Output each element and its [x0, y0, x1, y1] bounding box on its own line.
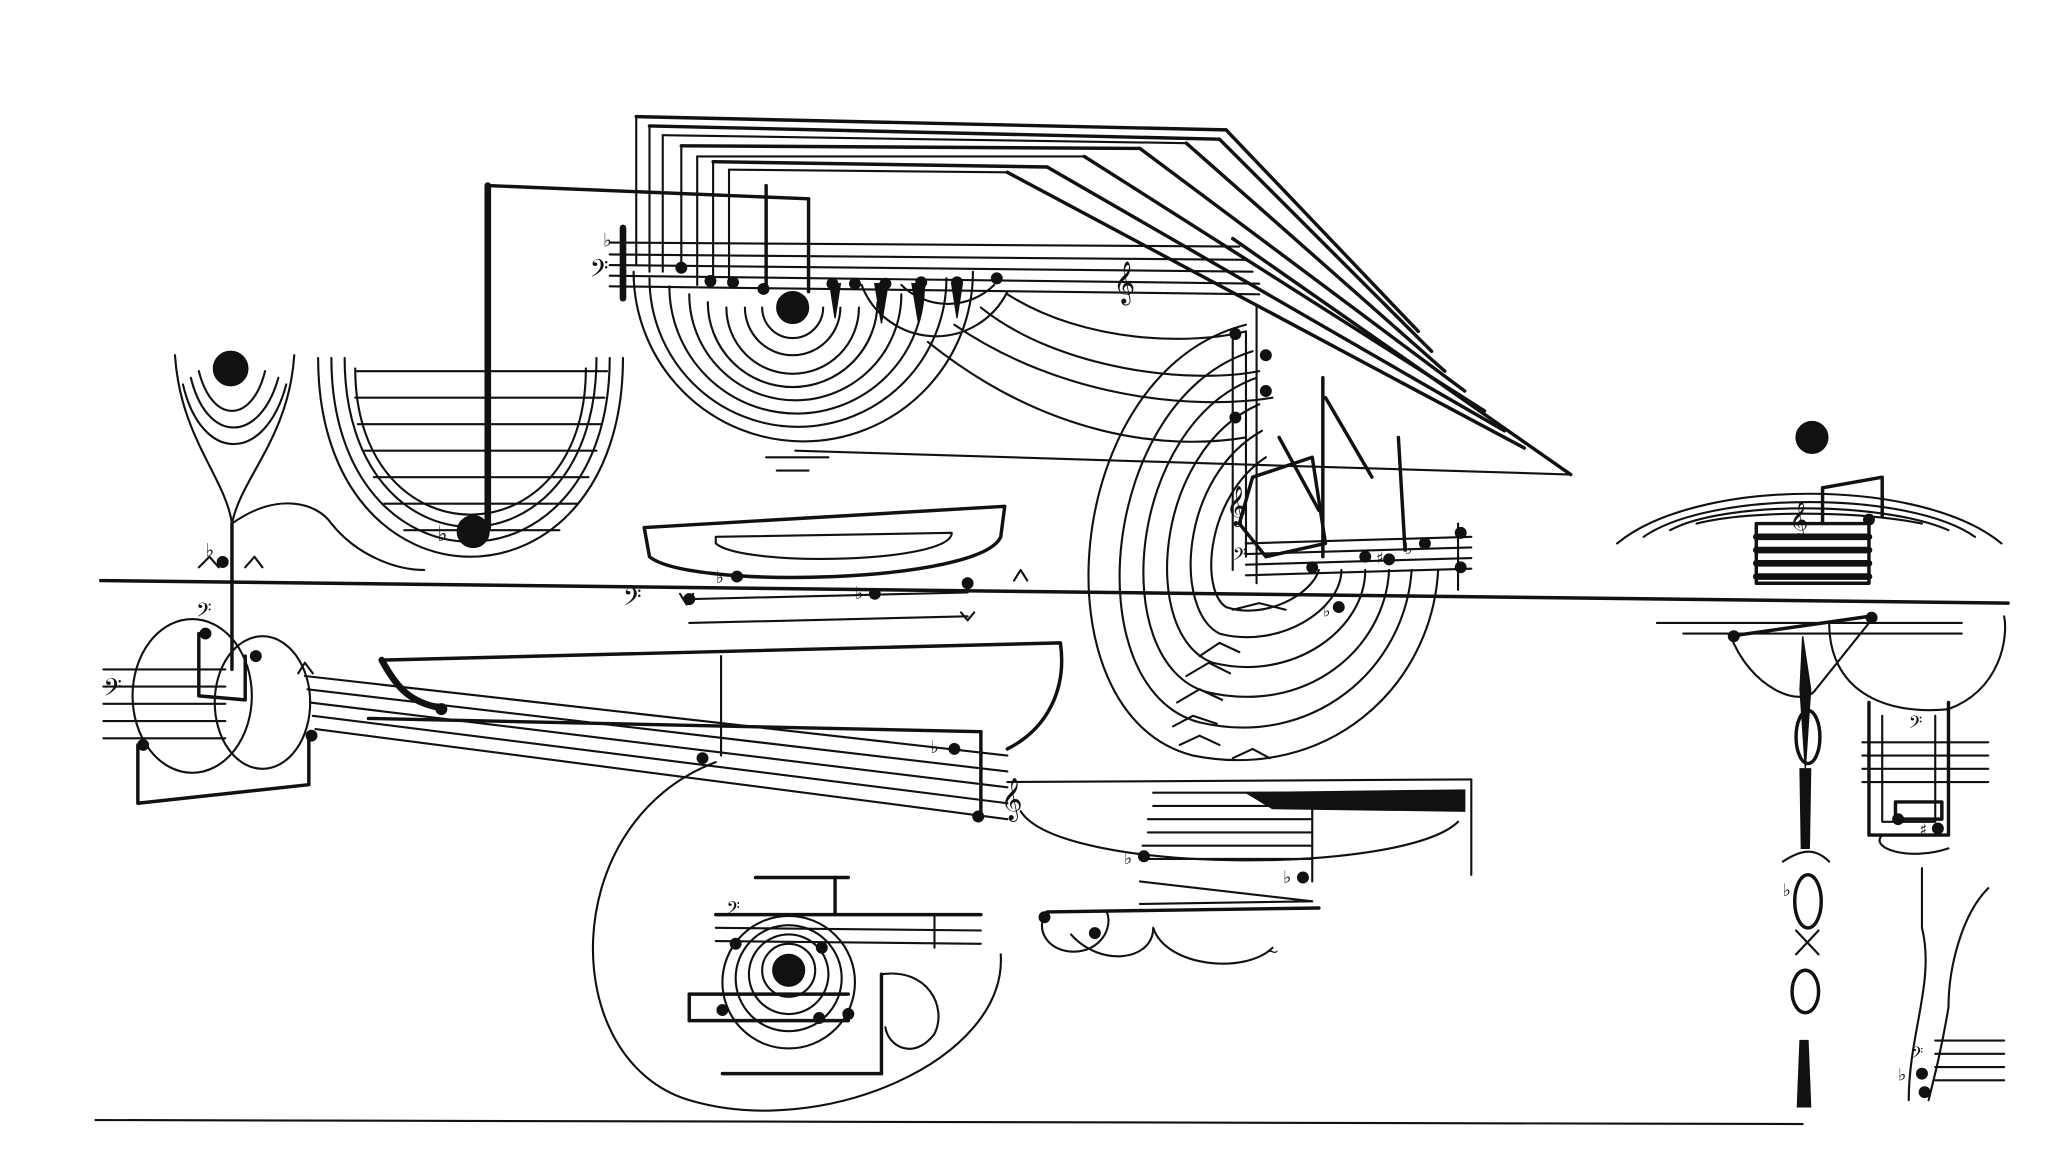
svg-text:𝄢: 𝄢	[1911, 1044, 1923, 1065]
bass-clef: 𝄢	[103, 673, 122, 707]
svg-text:𝄞: 𝄞	[1226, 486, 1246, 527]
treble-clef: 𝄞	[1113, 260, 1135, 305]
svg-text:𝄢: 𝄢	[1233, 543, 1247, 568]
svg-text:𝄢: 𝄢	[590, 254, 609, 288]
svg-text:♭: ♭	[603, 231, 612, 252]
diagonal-staff: ♭ 𝄞	[303, 641, 1473, 876]
svg-text:♯: ♯	[1919, 820, 1927, 839]
svg-text:𝄢: 𝄢	[726, 897, 740, 922]
concentric-ellipses: 𝄞 𝄢 ♭ ♯ ♭	[1087, 303, 1473, 762]
top-beam-fan	[634, 114, 1573, 477]
goblet-figure-left: ♭ 𝄢	[173, 350, 426, 672]
svg-text:♭: ♭	[1323, 601, 1331, 620]
bottom-rule	[94, 1118, 1804, 1126]
svg-text:♭: ♭	[1783, 881, 1791, 901]
svg-text:♭: ♭	[1405, 539, 1412, 558]
staff-cluster-left: 𝄢	[102, 617, 318, 805]
svg-text:♭: ♭	[1283, 868, 1291, 888]
upper-staff-figure: 𝄢 ♭ 𝄞	[590, 224, 1274, 472]
svg-text:~: ~	[1266, 942, 1279, 961]
basin-figure: ♭	[317, 182, 811, 558]
hull-figure: 𝄢 ♭ ♭	[623, 504, 1029, 625]
svg-text:♭: ♭	[1124, 849, 1132, 869]
right-cluster: 𝄞 ♭ 𝄢 ♯	[1616, 420, 2007, 1108]
large-dot	[212, 350, 249, 387]
main-axis-line	[99, 578, 2010, 605]
svg-text:♭: ♭	[716, 568, 724, 588]
flat-sign: ♭	[205, 541, 214, 562]
svg-text:𝄢: 𝄢	[1909, 712, 1923, 737]
center-dot	[776, 290, 810, 325]
svg-text:♭: ♭	[931, 738, 939, 758]
big-note-head	[456, 514, 490, 549]
spiral-dot	[772, 953, 806, 987]
svg-text:𝄞: 𝄞	[1001, 777, 1023, 822]
svg-text:𝄞: 𝄞	[1789, 500, 1808, 539]
right-dot	[1795, 420, 1829, 454]
svg-text:♭: ♭	[1898, 1065, 1906, 1085]
svg-text:𝄢: 𝄢	[623, 583, 642, 617]
svg-text:♯: ♯	[1376, 548, 1384, 567]
wedge-bar: ♭ ♭	[1045, 789, 1466, 914]
svg-text:♭: ♭	[437, 521, 447, 546]
spiral-teardrop: 𝄢 ~	[592, 761, 1279, 1112]
